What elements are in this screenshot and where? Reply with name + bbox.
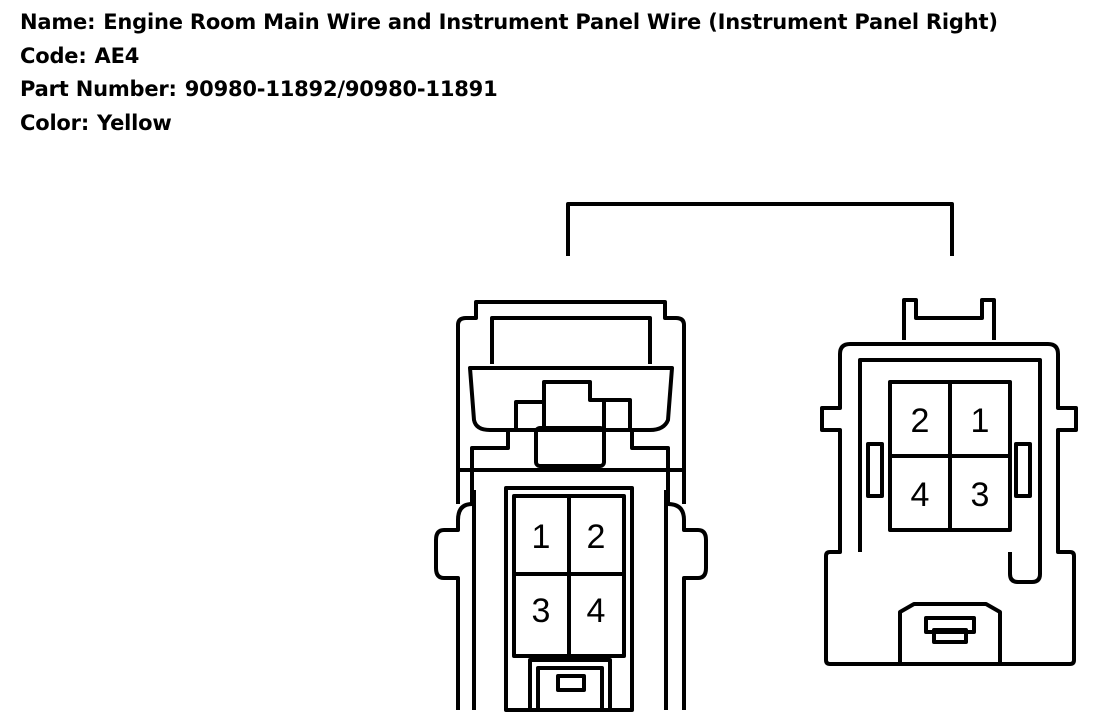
name-label: Name:: [20, 10, 96, 34]
left-pin-labels: 1 2 3 4: [532, 518, 606, 630]
right-pin-4: 4: [911, 476, 930, 514]
right-body: [820, 342, 1078, 666]
color-label: Color:: [20, 110, 90, 135]
right-pin-3: 3: [971, 476, 990, 514]
left-bottom-latch-slot: [556, 674, 586, 692]
left-latch-outer: [456, 300, 686, 504]
left-lock-step: [514, 398, 632, 430]
left-lock-tab: [542, 380, 606, 430]
part-number-row: Part Number: 90980-11892/90980-11891: [20, 73, 998, 107]
left-connector: [434, 300, 708, 712]
right-pin-labels: 2 1 4 3: [911, 402, 990, 514]
code-label: Code:: [20, 43, 87, 68]
left-latch-band: [468, 366, 674, 432]
right-bottom-lock-slot: [932, 628, 968, 644]
part-number-value: 90980-11892/90980-11891: [184, 77, 498, 101]
connector-info: Name: Engine Room Main Wire and Instrumen…: [20, 6, 998, 140]
left-pin-2: 2: [587, 518, 606, 556]
left-body-inner: [472, 490, 668, 710]
right-side-notch-left: [866, 442, 884, 498]
left-pin-4: 4: [587, 592, 606, 630]
left-body: [434, 468, 708, 710]
left-cavity-outer: [504, 486, 634, 712]
left-latch-inner: [490, 316, 652, 364]
name-value: Engine Room Main Wire and Instrument Pan…: [103, 10, 998, 34]
right-side-notch-right: [1014, 442, 1032, 498]
left-bottom-latch: [528, 658, 612, 710]
right-connector: [820, 298, 1078, 666]
left-lock-window: [534, 426, 606, 468]
name-row: Name: Engine Room Main Wire and Instrumen…: [20, 6, 998, 40]
left-pin-3: 3: [532, 592, 551, 630]
color-value: Yellow: [97, 110, 172, 135]
right-top-ears: [902, 298, 996, 340]
code-row: Code: AE4: [20, 40, 998, 74]
left-shoulder: [458, 430, 684, 472]
right-bottom-lock: [898, 602, 1002, 664]
mating-bracket: [566, 202, 954, 256]
part-number-label: Part Number:: [20, 77, 177, 101]
left-pin-1: 1: [532, 518, 551, 556]
color-row: Color: Yellow: [20, 107, 998, 141]
right-pin-1: 1: [971, 402, 990, 440]
right-pin-2: 2: [911, 402, 930, 440]
code-value: AE4: [94, 43, 140, 68]
right-inner-edge: [858, 358, 1042, 584]
